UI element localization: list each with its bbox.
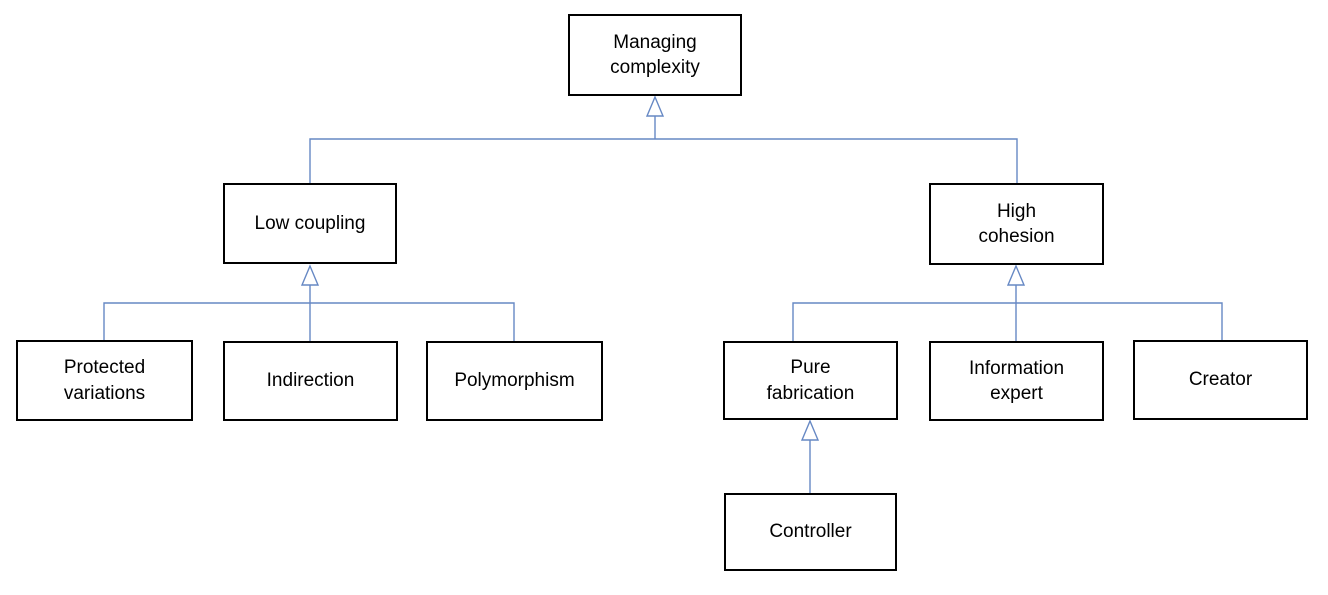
node-indirection: Indirection [223, 341, 398, 421]
node-controller: Controller [724, 493, 897, 571]
node-creator: Creator [1133, 340, 1308, 420]
node-high-cohesion: High cohesion [929, 183, 1104, 265]
edge-high-cohesion-bus [792, 302, 1223, 341]
node-information-expert: Information expert [929, 341, 1104, 421]
node-label: Managing complexity [610, 31, 700, 78]
node-managing-complexity: Managing complexity [568, 14, 742, 96]
node-protected-variations: Protected variations [16, 340, 193, 421]
generalization-arrow-icon [300, 264, 320, 286]
edge-low-coupling-bus [103, 302, 515, 341]
node-pure-fabrication: Pure fabrication [723, 341, 898, 420]
generalization-arrow-icon [800, 419, 820, 441]
generalization-arrow-icon [1006, 264, 1026, 286]
node-label: Information expert [968, 357, 1065, 404]
node-label: High cohesion [978, 200, 1055, 247]
edge-level1-bus [309, 138, 1018, 183]
node-low-coupling: Low coupling [223, 183, 397, 264]
node-label: Controller [769, 521, 852, 543]
node-label: Polymorphism [454, 370, 575, 392]
node-label: Indirection [266, 370, 355, 392]
node-label: Pure fabrication [766, 357, 855, 404]
node-label: Protected variations [63, 357, 146, 404]
node-polymorphism: Polymorphism [426, 341, 603, 421]
node-label: Low coupling [254, 212, 366, 234]
node-label: Creator [1188, 369, 1253, 391]
generalization-arrow-icon [645, 95, 665, 117]
